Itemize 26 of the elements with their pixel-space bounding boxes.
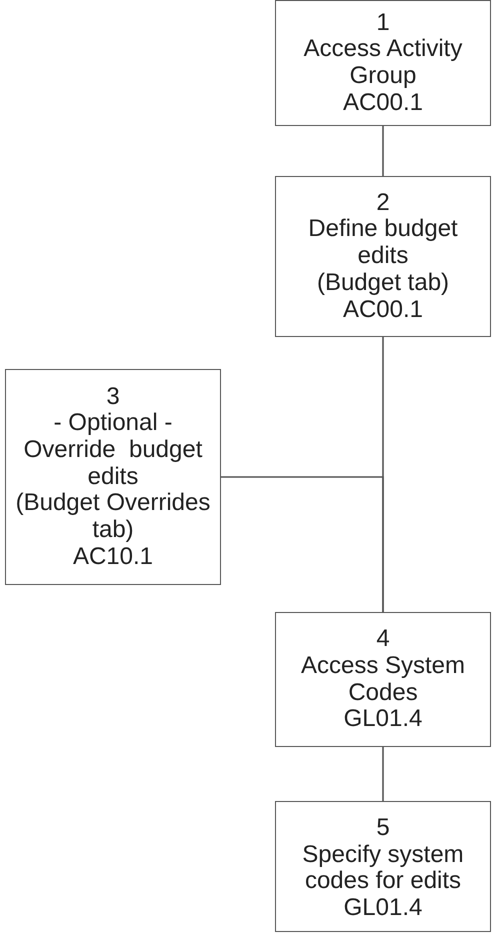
form-code: GL01.4 [344, 895, 422, 922]
step-number: 2 [376, 190, 390, 216]
step-description: - Optional - [54, 410, 172, 437]
process-box [5, 369, 221, 585]
form-code: AC00.1 [342, 90, 424, 116]
process-box [275, 0, 491, 126]
step-description: Define budget edits [307, 216, 459, 270]
step-description: Specify system codes for edits [301, 842, 465, 896]
step-description: (Budget tab) [316, 270, 450, 297]
connector-line [221, 476, 384, 612]
step-description: Access Activity Group [302, 36, 464, 90]
step-number: 3 [106, 384, 120, 410]
step-description: Access System Codes [300, 652, 466, 706]
step-description: Override budget edits [22, 436, 204, 490]
process-box [275, 176, 491, 337]
form-code: AC00.1 [342, 296, 424, 324]
process-box [275, 612, 491, 747]
process-box [275, 801, 491, 932]
step-description: (Budget Overrides tab) [15, 490, 211, 544]
step-number: 1 [376, 10, 390, 36]
form-code: AC10.1 [72, 544, 154, 570]
step-number: 4 [376, 626, 390, 653]
connector-line [382, 126, 384, 176]
connector-line [382, 747, 384, 801]
step-number: 5 [376, 815, 390, 842]
form-code: GL01.4 [344, 706, 422, 733]
